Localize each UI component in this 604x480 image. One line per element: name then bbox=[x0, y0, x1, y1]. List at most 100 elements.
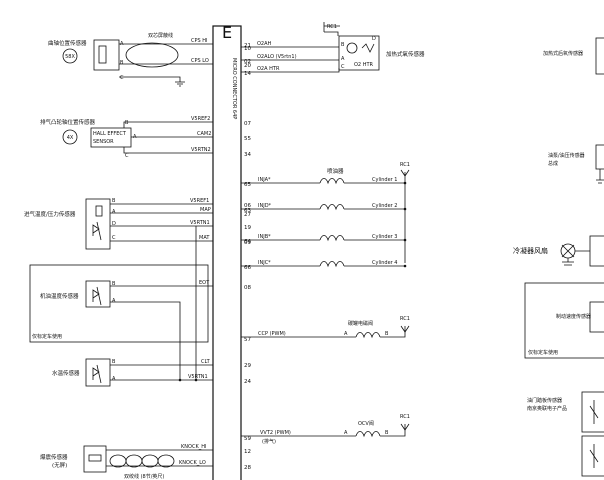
injector-rc-bus bbox=[400, 169, 410, 263]
knock-pin-1: 12 bbox=[244, 449, 251, 455]
injector-label: 喷油器 bbox=[327, 167, 344, 175]
accel-box bbox=[589, 301, 604, 333]
crank-badge: 58X bbox=[65, 54, 75, 60]
injector-coil bbox=[319, 235, 345, 242]
ocv-pin-a: A bbox=[344, 430, 348, 436]
oil-label: 机油温度传感器 bbox=[40, 292, 79, 300]
o2-pin-b: B bbox=[341, 42, 345, 48]
knock-pin-2: 28 bbox=[244, 465, 251, 471]
coolant-pin-a: A bbox=[112, 376, 116, 382]
knock-sensor-box bbox=[83, 445, 107, 473]
o2-pin-1: 10 bbox=[244, 46, 251, 52]
fan-box bbox=[589, 235, 604, 267]
throttle-label-2: 南京奥联电子产品 bbox=[527, 405, 567, 412]
crank-sig-lo: CPS LO bbox=[191, 58, 209, 64]
map-sig-1: V5REF1 bbox=[190, 198, 209, 204]
oil-note: 仅标定车使用 bbox=[32, 333, 62, 340]
injector-cylinder: Cylinder 1 bbox=[372, 177, 397, 183]
ocv-pin: 59 bbox=[244, 436, 251, 442]
map-pin-a: A bbox=[112, 209, 116, 215]
injector-pin: 65 bbox=[244, 182, 251, 188]
throttle-box-2 bbox=[581, 435, 604, 477]
map-pin-b: B bbox=[112, 198, 116, 204]
crank-shield-label: 双芯屏蔽线 bbox=[148, 32, 173, 39]
ccp-sig: CCP (PWM) bbox=[258, 331, 286, 337]
map-sig-3: V5RTN1 bbox=[190, 220, 210, 226]
knock-cable-label: 双绞线 (8节/英尺) bbox=[124, 473, 164, 480]
coolant-pin-b: B bbox=[112, 359, 116, 365]
injector-junction bbox=[403, 238, 407, 242]
map-pin-d: D bbox=[112, 221, 116, 227]
coolant-label: 水温传感器 bbox=[52, 369, 80, 377]
cam-badge: 4X bbox=[67, 135, 74, 141]
cam-sig-1: V5REF2 bbox=[191, 116, 210, 122]
accel-dev-frame bbox=[524, 282, 604, 359]
fan-blades-icon bbox=[561, 244, 575, 258]
injector-pin: 63 bbox=[244, 208, 251, 214]
cam-box-1: HALL EFFECT bbox=[93, 131, 127, 137]
cam-sensor-box bbox=[90, 127, 132, 148]
knock-sig-1: KNOCK_HI bbox=[181, 444, 206, 450]
ccp-rc-arrow bbox=[400, 325, 410, 333]
injector-coil bbox=[319, 178, 345, 185]
coolant-thermistor-icon bbox=[92, 364, 102, 384]
o2-pin-a: A bbox=[341, 56, 345, 62]
fan-ground bbox=[562, 250, 590, 266]
ecu-box bbox=[212, 25, 242, 480]
o2-sig-2: O2ALO (V5rtn1) bbox=[257, 54, 297, 60]
cam-pin-1: 07 bbox=[244, 121, 251, 127]
ocv-sig: VVT2 (PWM) bbox=[260, 430, 291, 436]
injector-junction bbox=[403, 181, 407, 185]
map-pressure-icon bbox=[95, 205, 103, 217]
cam-wire-1 bbox=[123, 121, 213, 128]
coolant-pin-2: 24 bbox=[244, 379, 251, 385]
o2-wire-3 bbox=[241, 68, 340, 73]
oil-sig: EOT bbox=[199, 280, 210, 286]
ecu-side-label: MICRO CONNECTOR 64P bbox=[231, 58, 237, 119]
crank-coil-icon bbox=[98, 45, 107, 64]
o2-sensor-box bbox=[338, 35, 380, 71]
ccp-pin-b: B bbox=[385, 331, 389, 337]
map-pin-2: 27 bbox=[244, 212, 251, 218]
injector-junction bbox=[403, 264, 407, 268]
coolant-pin-1: 29 bbox=[244, 363, 251, 369]
injector-junction bbox=[403, 207, 407, 211]
injector-coil bbox=[319, 204, 345, 211]
oil-pin-a: A bbox=[112, 298, 116, 304]
injector-pin: 64 bbox=[244, 239, 251, 245]
oil-sensor-box bbox=[85, 280, 111, 308]
o2-rc: RC1 bbox=[327, 24, 337, 30]
injector-pin: 66 bbox=[244, 265, 251, 271]
map-pin-4: 09 bbox=[244, 240, 251, 246]
o2-box-label: O2 HTR bbox=[354, 62, 374, 68]
cam-box-2: SENSOR bbox=[93, 139, 114, 145]
crank-label: 曲轴位置传感器 bbox=[48, 39, 87, 47]
injector-rc: RC1 bbox=[400, 162, 410, 168]
knock-twist-3 bbox=[141, 454, 159, 468]
oil-wire-2 bbox=[110, 301, 181, 380]
crank-sensor-box bbox=[93, 39, 120, 71]
crank-shield bbox=[125, 42, 179, 68]
map-sig-4: MAT bbox=[199, 235, 210, 241]
o2-pin-d: D bbox=[372, 36, 376, 42]
coolant-sig-1: CLT bbox=[201, 359, 211, 365]
ocv-coil bbox=[355, 431, 381, 438]
map-label: 进气温度/压力传感器 bbox=[24, 210, 76, 218]
ocv-pin-b: B bbox=[385, 430, 389, 436]
cam-label: 排气凸轮轴位置传感器 bbox=[40, 118, 96, 126]
coolant-sensor-box bbox=[85, 358, 111, 387]
ccp-rc: RC1 bbox=[400, 316, 410, 322]
right-note: 仅标定车使用 bbox=[528, 349, 558, 356]
oil-switch-ground bbox=[596, 169, 604, 184]
crank-pin-b: B bbox=[120, 60, 124, 66]
throttle-pot-2 bbox=[589, 444, 599, 468]
cam-pin-b: B bbox=[125, 120, 129, 126]
map-pin-1: 06 bbox=[244, 203, 251, 209]
throttle-label-1: 油门踏板传感器 bbox=[527, 397, 562, 404]
map-pin-c: C bbox=[112, 235, 116, 241]
knock-crystal-icon bbox=[88, 454, 102, 462]
injector-sig: INJC* bbox=[258, 260, 271, 266]
throttle-pot-1 bbox=[589, 400, 599, 424]
oil-switch-label-1: 油泵/油压传感器 bbox=[548, 152, 585, 159]
